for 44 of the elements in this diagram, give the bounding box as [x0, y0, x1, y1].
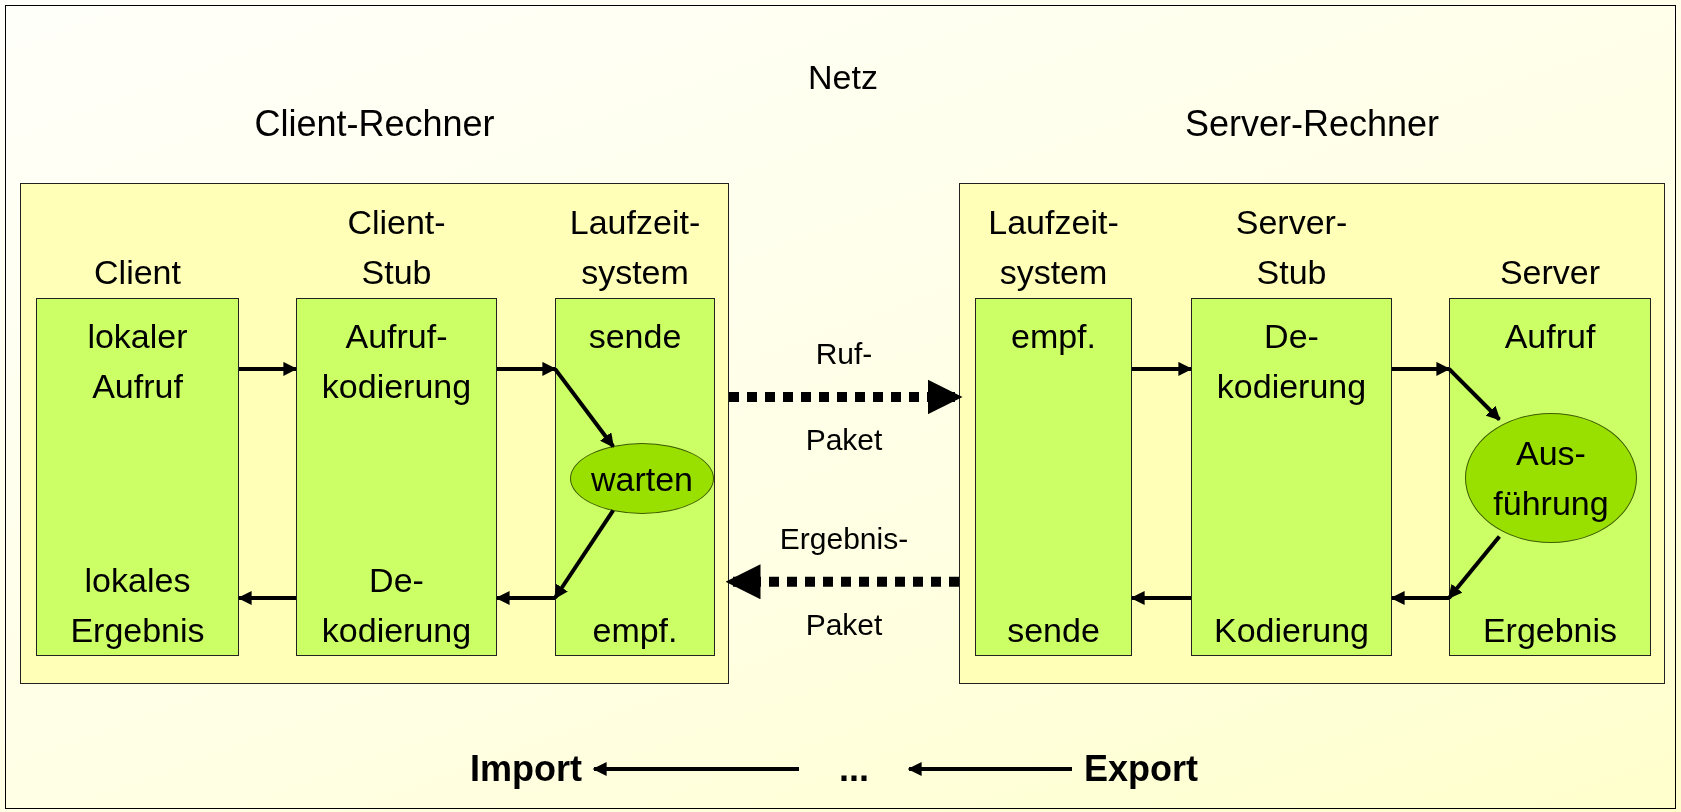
step-label: empf. [592, 610, 678, 651]
arrow [907, 762, 1072, 776]
step-label: Kodierung [1214, 610, 1369, 651]
column-heading: Server [1499, 252, 1601, 293]
edge-label: Ruf- Paket [805, 335, 883, 458]
arrow [553, 367, 615, 448]
step-label: sende [1007, 610, 1100, 651]
arrow [1392, 361, 1451, 376]
step-label: Aufruf [1504, 316, 1596, 357]
step-label: lokales Ergebnis [70, 560, 205, 651]
arrow [1130, 591, 1191, 605]
column-heading: Laufzeit- system [988, 202, 1119, 293]
step-label: lokaler Aufruf [87, 316, 188, 407]
state-label: Aus- führung [1493, 433, 1609, 524]
panel-heading: Client-Rechner [253, 102, 496, 146]
arrow [497, 361, 557, 376]
step-label: empf. [1010, 316, 1096, 357]
state-label: warten [590, 458, 694, 500]
step-label: Aufruf- kodierung [321, 316, 472, 407]
step-label: sende [588, 316, 682, 357]
term-label: ... [839, 747, 869, 791]
step-label: De- kodierung [321, 560, 472, 651]
arrow [1390, 591, 1449, 605]
arrow [1447, 535, 1501, 600]
column-heading: Laufzeit- system [569, 202, 701, 293]
arrow [495, 591, 555, 605]
edge-label: Ergebnis- Paket [779, 520, 909, 643]
arrow [592, 762, 799, 776]
column-heading: Client- Stub [347, 202, 446, 293]
term-label: Export [1084, 747, 1198, 791]
term-label: Import [470, 747, 582, 791]
network-label: Netz [808, 57, 878, 98]
column-heading: Server- Stub [1235, 202, 1348, 293]
arrow [1447, 367, 1501, 421]
column-heading: Client [94, 252, 181, 293]
step-label: Ergebnis [1482, 610, 1618, 651]
arrow [553, 509, 615, 600]
dashed-arrow [725, 564, 959, 600]
arrow [1132, 361, 1193, 376]
arrow [239, 361, 298, 376]
dashed-arrow [729, 379, 963, 415]
step-label: De- kodierung [1216, 316, 1367, 407]
panel-heading: Server-Rechner [1183, 102, 1441, 146]
arrow [237, 591, 296, 605]
